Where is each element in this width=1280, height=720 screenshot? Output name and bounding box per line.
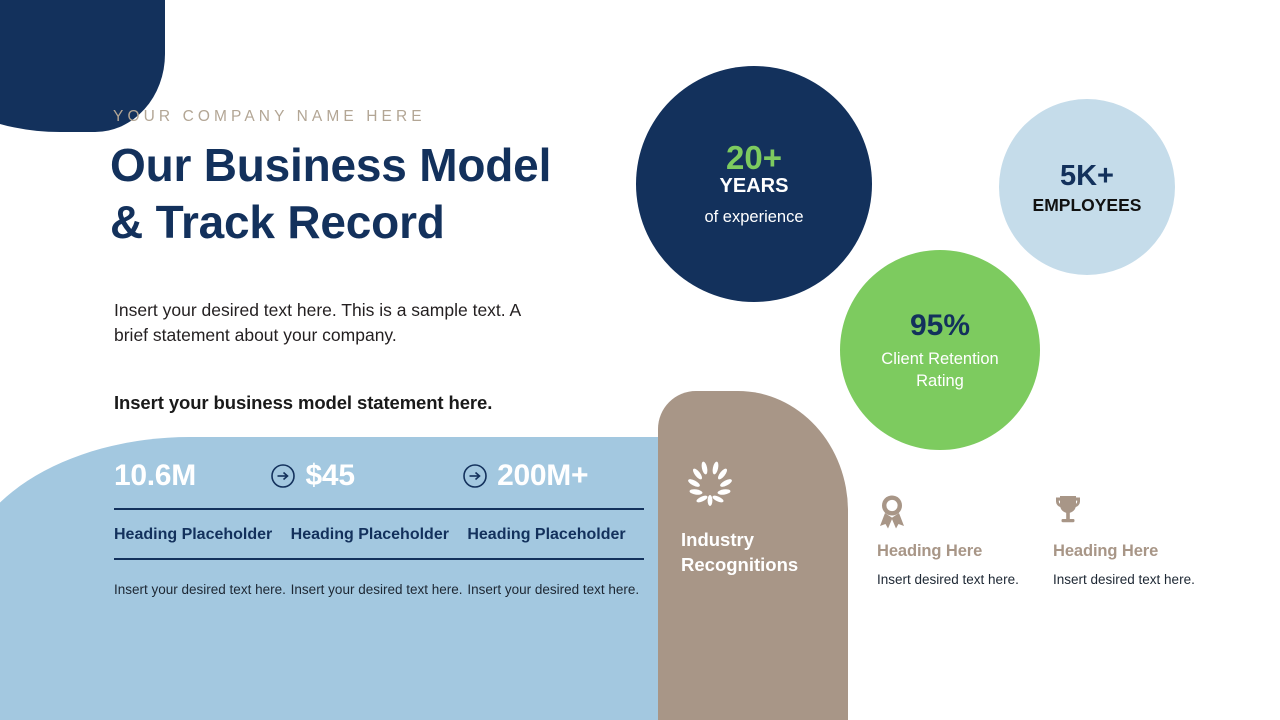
circle-arrow-right-icon xyxy=(261,463,306,489)
award-heading: Heading Here xyxy=(1053,542,1159,560)
stats-values-row: 10.6M $45 200M+ xyxy=(114,452,644,500)
stat-value-2: $45 xyxy=(305,459,355,492)
page-title-line-1: Our Business Model xyxy=(110,139,552,191)
stat-heading-2: Heading Placeholder xyxy=(290,526,449,543)
years-label: YEARS xyxy=(719,175,789,197)
award-item: Heading Here Insert desired text here. xyxy=(1053,494,1198,589)
award-heading: Heading Here xyxy=(877,542,983,560)
industry-recognitions-panel xyxy=(658,391,848,720)
stats-divider-bottom xyxy=(114,558,644,560)
page-title-line-2: & Track Record xyxy=(110,196,445,248)
circle-arrow-right-icon xyxy=(452,463,497,489)
employees-label: EMPLOYEES xyxy=(1032,194,1142,215)
award-item: Heading Here Insert desired text here. xyxy=(877,494,1022,589)
stats-panel-background xyxy=(0,437,740,720)
stat-value-3: 200M+ xyxy=(497,459,589,492)
years-caption: of experience xyxy=(704,208,804,226)
trophy-icon xyxy=(1053,494,1198,532)
stats-headings-row: Heading Placeholder Heading Placeholder … xyxy=(114,524,644,546)
employees-value: 5K+ xyxy=(1059,159,1114,192)
retention-label: Client Retention Rating xyxy=(881,350,999,390)
stat-heading-3: Heading Placeholder xyxy=(467,526,626,543)
navy-decorative-blob xyxy=(0,0,165,132)
stat-description-3: Insert your desired text here. xyxy=(467,582,640,597)
stat-heading-1: Heading Placeholder xyxy=(114,526,273,543)
company-name-eyebrow: YOUR COMPANY NAME HERE xyxy=(113,108,426,125)
award-description: Insert desired text here. xyxy=(1053,572,1195,587)
award-description: Insert desired text here. xyxy=(877,572,1019,587)
stats-divider-top xyxy=(114,508,644,510)
years-value: 20+ xyxy=(726,139,782,176)
stat-description-2: Insert your desired text here. xyxy=(290,582,463,597)
industry-recognitions-title: Industry Recognitions xyxy=(681,529,799,575)
retention-circle: 95% Client Retention Rating xyxy=(840,250,1040,450)
business-model-statement: Insert your business model statement her… xyxy=(114,392,493,413)
page-title: Our Business Model & Track Record xyxy=(110,137,670,251)
years-circle: 20+ YEARS of experience xyxy=(636,66,872,302)
laurel-wreath-icon xyxy=(683,460,737,513)
award-medal-icon xyxy=(877,494,1022,532)
stat-description-1: Insert your desired text here. xyxy=(114,582,286,597)
intro-paragraph: Insert your desired text here. This is a… xyxy=(114,300,521,345)
stat-value-1: 10.6M xyxy=(114,459,196,492)
stats-descriptions-row: Insert your desired text here. Insert yo… xyxy=(114,580,644,599)
employees-circle: 5K+ EMPLOYEES xyxy=(999,99,1175,275)
retention-value: 95% xyxy=(909,309,971,342)
stats-panel: 10.6M $45 200M+ Heading Placeholder xyxy=(114,452,644,599)
